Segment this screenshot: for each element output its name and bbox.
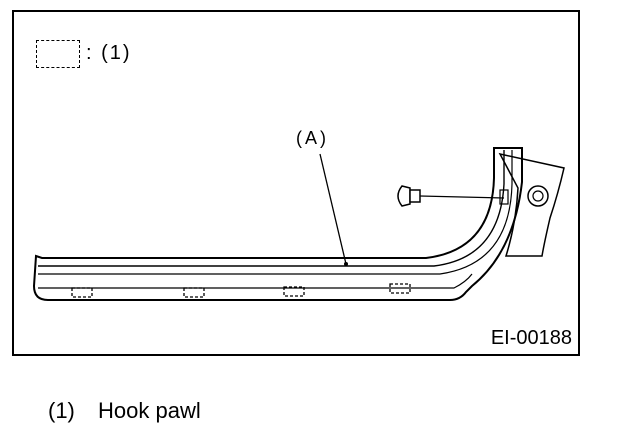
caption-number: (1) (48, 398, 75, 423)
molding-groove-line (38, 150, 505, 267)
hook-pawl-marker (283, 286, 305, 297)
molding-groove-line (38, 150, 513, 275)
leader-dot-a (344, 262, 348, 266)
clip-icon (397, 185, 509, 207)
part-label-a: (A) (296, 128, 329, 148)
leader-line-a (319, 153, 347, 265)
figure-code: EI-00188 (490, 327, 572, 349)
legend-label: : (1) (86, 42, 132, 64)
diagram-frame: (A) : (1) EI-00188 (12, 10, 580, 356)
caption-text: Hook pawl (98, 398, 201, 423)
panel-hole-inner (532, 190, 544, 202)
sill-molding-outline (32, 147, 523, 301)
caption-row: (1) Hook pawl (48, 398, 201, 424)
hook-pawl-marker (71, 287, 93, 298)
panel-hole (527, 185, 549, 207)
rear-body-panel (498, 152, 565, 257)
hook-pawl-marker (389, 283, 411, 294)
side-sill-drawing: (A) (32, 128, 565, 301)
hook-pawl-marker (183, 287, 205, 298)
legend-dashed-box (36, 40, 80, 68)
molding-lower-lip (38, 273, 473, 289)
